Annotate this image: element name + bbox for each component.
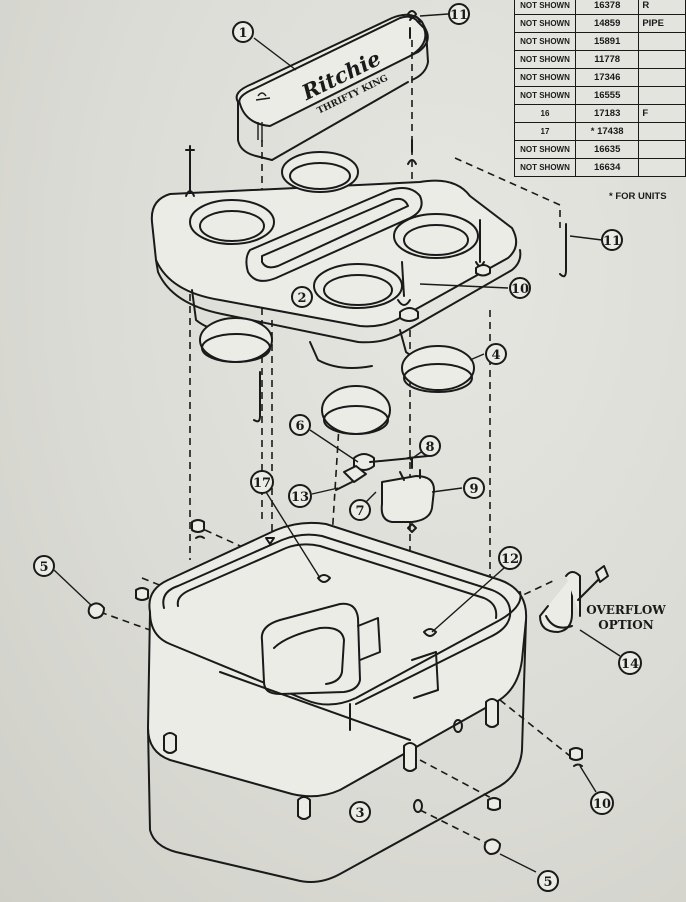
overflow-pipe <box>539 565 609 633</box>
callout-5-left: 5 <box>33 555 55 577</box>
part-number-cell: 17346 <box>574 68 640 87</box>
valve-assembly <box>335 453 435 533</box>
callout-2-label: 2 <box>297 291 306 306</box>
overflow-label-line2: OPTION <box>598 618 653 632</box>
top-tray <box>150 139 522 369</box>
callout-17: 17 <box>250 470 274 494</box>
item-number-cell: NOT SHOWN <box>514 68 576 87</box>
callout-12-label: 12 <box>501 552 519 567</box>
description-cell <box>638 32 686 51</box>
callout-13: 13 <box>288 484 312 508</box>
callout-6: 6 <box>289 414 311 436</box>
description-cell <box>638 86 686 105</box>
callout-11-top-label: 11 <box>450 8 468 23</box>
callout-10-top: 10 <box>509 277 531 299</box>
part-number-cell: 16635 <box>574 140 640 159</box>
callout-14-label: 14 <box>621 657 639 672</box>
overflow-label-line1: OVERFLOW <box>586 603 666 617</box>
callout-3: 3 <box>349 801 371 823</box>
callout-5-left-label: 5 <box>39 560 48 575</box>
part-number-cell: 17183 <box>574 104 640 123</box>
item-number-cell: NOT SHOWN <box>514 86 576 105</box>
part-number-cell: 11778 <box>574 50 640 69</box>
callout-14: 14 <box>618 651 642 675</box>
description-cell: PIPE <box>638 14 686 33</box>
description-cell <box>638 140 686 159</box>
fasteners <box>87 519 583 855</box>
parts-table-row: 17* 17438 <box>514 122 686 141</box>
callout-8: 8 <box>419 435 441 457</box>
base-housing <box>147 521 528 883</box>
description-cell <box>638 68 686 87</box>
callout-5-bottom-label: 5 <box>543 875 552 890</box>
callout-8-label: 8 <box>425 440 434 455</box>
description-cell <box>638 158 686 177</box>
part-number-cell: 16634 <box>574 158 640 177</box>
description-cell: R <box>638 0 686 15</box>
callout-12: 12 <box>498 546 522 570</box>
callout-10-bottom: 10 <box>590 791 614 815</box>
part-number-cell: * 17438 <box>574 122 640 141</box>
item-number-cell: 16 <box>514 104 576 123</box>
item-number-cell: 17 <box>514 122 576 141</box>
callout-7-label: 7 <box>355 504 364 519</box>
description-cell: F <box>638 104 686 123</box>
lid: Ritchie THRIFTY KING <box>235 13 429 161</box>
callout-10-bottom-label: 10 <box>593 797 611 812</box>
table-footnote: * FOR UNITS <box>609 191 667 202</box>
part-number-cell: 16378 <box>574 0 640 15</box>
callout-3-label: 3 <box>355 806 364 821</box>
callout-7: 7 <box>349 499 371 521</box>
leader-lines <box>53 13 621 873</box>
callout-11-right: 11 <box>601 229 623 251</box>
callout-13-label: 13 <box>291 490 309 505</box>
item-number-cell: NOT SHOWN <box>514 158 576 177</box>
hooks <box>253 10 567 423</box>
callout-5-bottom: 5 <box>537 870 559 892</box>
callout-11-right-label: 11 <box>603 234 621 249</box>
item-number-cell: NOT SHOWN <box>514 32 576 51</box>
callout-9-label: 9 <box>469 482 478 497</box>
filter-discs <box>199 317 475 435</box>
callout-1-label: 1 <box>238 26 247 41</box>
callout-4: 4 <box>485 343 507 365</box>
callout-17-label: 17 <box>253 476 271 491</box>
callout-1: 1 <box>232 21 254 43</box>
callout-10-top-label: 10 <box>511 282 529 297</box>
item-number-cell: NOT SHOWN <box>514 50 576 69</box>
callout-11-top: 11 <box>448 3 470 25</box>
callout-6-label: 6 <box>295 419 304 434</box>
part-number-cell: 16555 <box>574 86 640 105</box>
callout-4-label: 4 <box>491 348 500 363</box>
callout-2: 2 <box>291 286 313 308</box>
callout-9: 9 <box>463 477 485 499</box>
